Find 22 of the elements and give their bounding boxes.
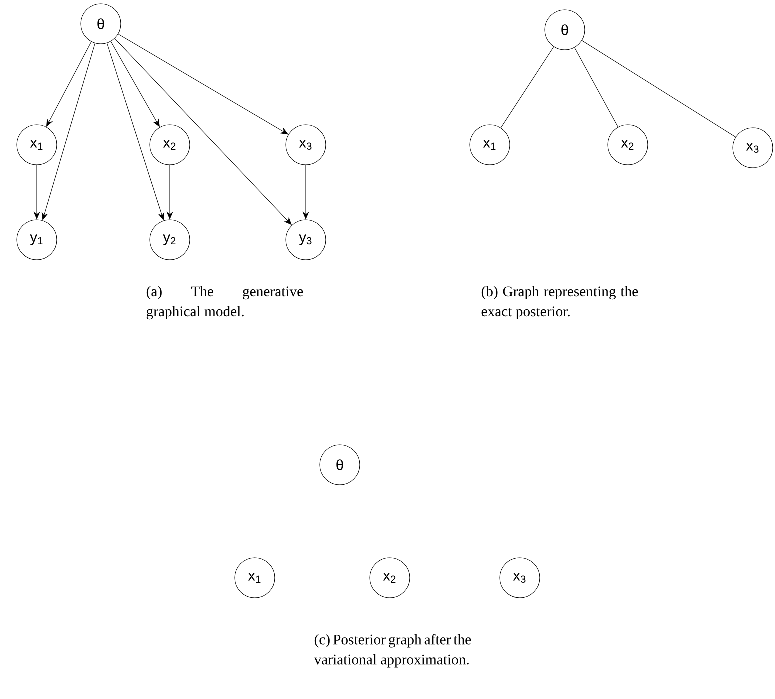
variable-node: x$_{2}$: [608, 124, 648, 166]
variable-node: x$_{1}$: [234, 558, 276, 598]
variable-node: θ: [80, 4, 122, 44]
variable-node: x$_{3}$: [286, 124, 326, 166]
variable-node: y$_{1}$: [16, 220, 58, 260]
variable-node: θ: [320, 444, 360, 486]
caption: (c) Posterior graph after the variational approximation.: [314, 634, 472, 668]
variable-node: x$_{1}$: [16, 124, 58, 166]
variable-node: x$_{1}$: [470, 124, 510, 166]
variable-node: x$_{2}$: [150, 124, 190, 166]
variable-node: θ: [544, 10, 586, 50]
edge-line: [500, 46, 554, 128]
variable-node: x$_{3}$: [500, 558, 540, 598]
arrow: [110, 41, 160, 128]
caption: (a) The generative graphical model.: [146, 286, 304, 320]
variable-node: y$_{2}$: [150, 220, 190, 260]
edge-line: [582, 40, 736, 138]
caption: (b) Graph representing the exact posterior.: [482, 286, 638, 320]
variable-node: y$_{3}$: [286, 220, 326, 260]
variable-node: x$_{3}$: [732, 128, 774, 168]
variable-node: x$_{2}$: [370, 558, 410, 598]
edge-line: [574, 48, 619, 128]
